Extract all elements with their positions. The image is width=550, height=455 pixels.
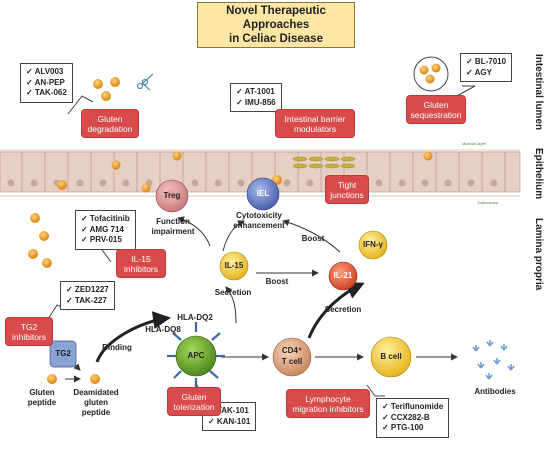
title-line-2: in Celiac Disease xyxy=(229,33,323,45)
ifn-cell xyxy=(358,230,388,260)
drug-item: ✓ AGY xyxy=(466,67,492,77)
drug-item: ✓ AMG 714 xyxy=(81,224,124,234)
drug-item: ✓ TAK-101 xyxy=(208,406,249,415)
tg2-enzyme xyxy=(49,340,77,368)
hla-dq8-label: HLA-DQ8 xyxy=(145,325,181,334)
antibodies-label: Antibodies xyxy=(474,387,516,396)
il15-cell xyxy=(219,251,249,281)
drug-item: ✓ PTG-100 xyxy=(382,423,424,432)
secretion-label-1: Secretion xyxy=(214,288,252,297)
drug-item: ✓ Teriflunomide xyxy=(382,402,444,411)
side-label-lamina: Lamina propria xyxy=(533,218,544,291)
iel-cell xyxy=(246,177,280,211)
drug-item: ✓ KAN-101 xyxy=(208,416,251,426)
il21-cell xyxy=(328,261,358,291)
iel-label: IEL xyxy=(256,189,270,198)
callout-barrier-drugs: ✓ AT-1001 ✓ IMU-856 xyxy=(230,83,282,112)
diagram-title: Novel Therapeutic Approaches in Celiac D… xyxy=(197,2,355,48)
callout-sequestration-drugs: ✓ BL-7010 ✓ AGY xyxy=(460,53,513,82)
apc-label: APC xyxy=(187,351,205,360)
boost-label-1: Boost xyxy=(301,234,325,243)
tcell-label: T cell xyxy=(281,357,303,366)
apc-cell xyxy=(167,322,225,388)
b-cell xyxy=(370,336,412,378)
drug-item: ✓ AN-PEP xyxy=(26,77,65,87)
treg-label: Treg xyxy=(163,191,181,200)
submucosa-label: Submucosa xyxy=(477,200,499,205)
boost-label-2: Boost xyxy=(265,277,289,286)
drug-item: ✓ IMU-856 xyxy=(236,97,276,107)
callout-il15-drugs: ✓ Tofacitinib ✓ AMG 714 ✓ PRV-015 xyxy=(75,210,136,250)
bcell-label: B cell xyxy=(380,352,402,361)
hla-dq2-label: HLA-DQ2 xyxy=(177,313,213,322)
il15-label: IL-15 xyxy=(224,261,244,270)
ifn-label: IFN-γ xyxy=(363,240,383,249)
title-line-1: Novel Therapeutic Approaches xyxy=(226,5,326,31)
antibodies-icon xyxy=(472,340,515,380)
drug-item: ✓ PRV-015 xyxy=(81,235,122,244)
drug-item: ✓ TAK-062 xyxy=(26,88,67,97)
secretion-label-2: Secretion xyxy=(324,305,362,314)
il21-label: IL-21 xyxy=(333,271,353,280)
scissors-icon xyxy=(136,73,154,91)
callout-tg2-drugs: ✓ ZED1227 ✓ TAK-227 xyxy=(60,281,115,310)
cd4-t-cell xyxy=(272,337,312,377)
callout-tolerization-drugs: ✓ TAK-101 ✓ KAN-101 xyxy=(202,402,257,431)
drug-item: ✓ CCX282-B xyxy=(382,412,430,422)
drug-item: ✓ BL-7010 xyxy=(466,57,507,66)
side-label-lumen: Intestinal lumen xyxy=(533,54,544,131)
binding-label: Binding xyxy=(102,343,132,352)
drug-item: ✓ AT-1001 xyxy=(236,87,275,96)
tg2-label: TG2 xyxy=(55,349,71,358)
callout-lymph-drugs: ✓ Teriflunomide ✓ CCX282-B ✓ PTG-100 xyxy=(376,398,450,438)
lamina-gluten xyxy=(28,213,52,268)
drug-item: ✓ ALV003 xyxy=(26,67,64,76)
drug-item: ✓ Tofacitinib xyxy=(81,214,130,223)
mucous-layer-label: Mucous layer xyxy=(462,141,486,146)
callout-degradation-drugs: ✓ ALV003 ✓ AN-PEP ✓ TAK-062 xyxy=(20,63,73,103)
sequestration-bubble xyxy=(413,56,449,92)
cd4-label: CD4⁺ xyxy=(281,346,303,355)
lumen-gluten xyxy=(93,77,120,101)
drug-item: ✓ ZED1227 xyxy=(66,285,109,294)
drug-item: ✓ TAK-227 xyxy=(66,295,107,305)
side-label-epithelium: Epithelium xyxy=(533,148,544,200)
